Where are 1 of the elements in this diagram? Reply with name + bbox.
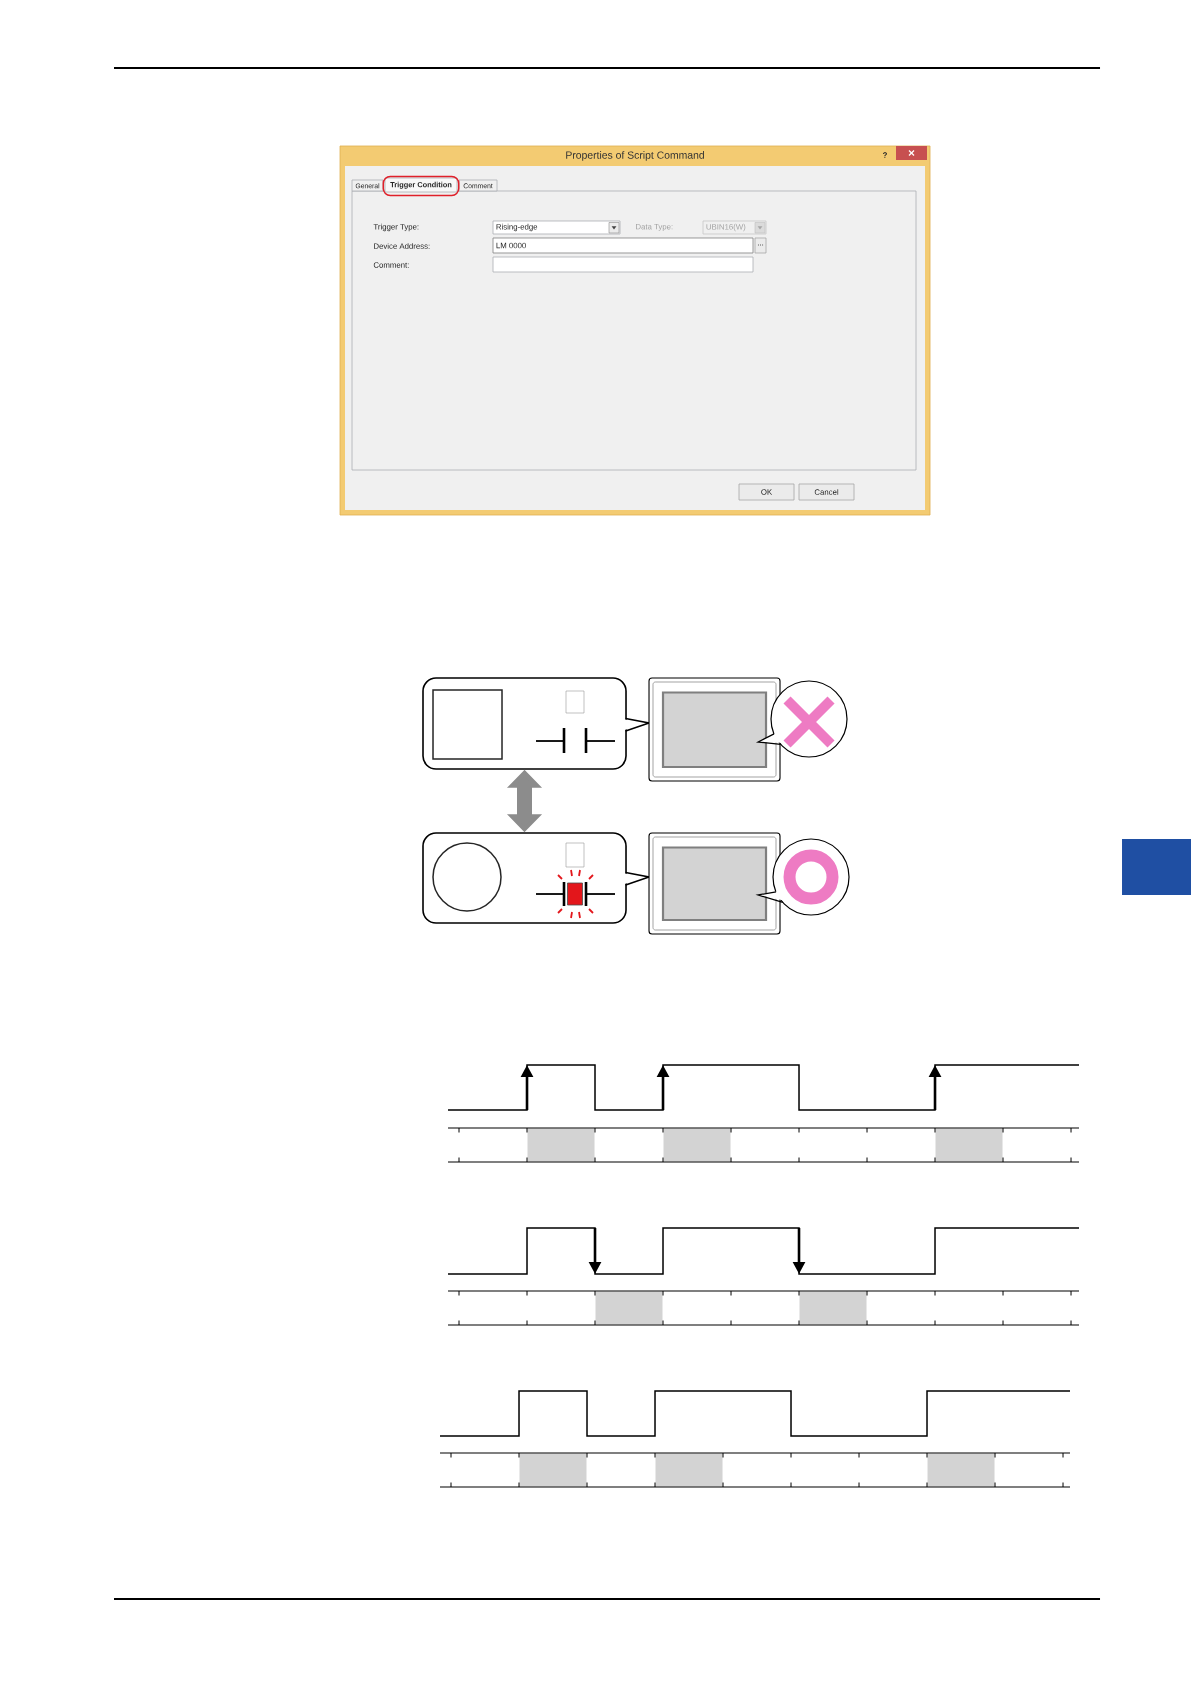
dialog-title: Properties of Script Command	[566, 151, 704, 161]
